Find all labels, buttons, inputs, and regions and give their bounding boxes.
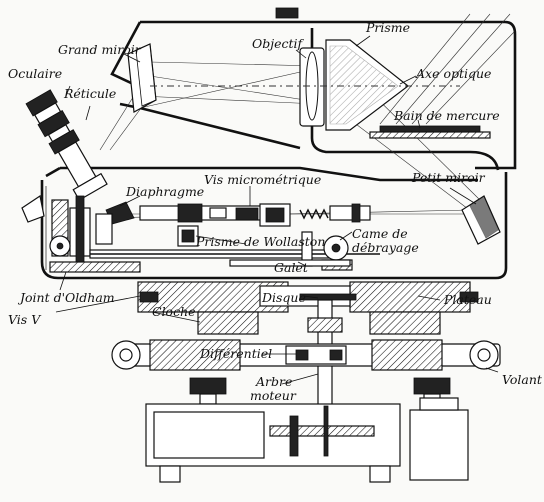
labels: Grand miroir Objectif Prisme Oculaire Ré… — [8, 20, 543, 403]
prism — [325, 39, 409, 131]
label-objectif: Objectif — [252, 36, 305, 51]
objective-lens — [299, 47, 325, 127]
label-vis-v: Vis V — [8, 312, 42, 327]
label-came-de-debrayage-2: débrayage — [352, 240, 419, 255]
label-grand-miroir: Grand miroir — [58, 42, 142, 57]
label-plateau: Plateau — [443, 292, 492, 307]
label-volant: Volant — [502, 372, 543, 387]
optical-rays — [99, 13, 515, 219]
roller — [229, 259, 351, 267]
label-cloche: Cloche — [152, 304, 196, 319]
small-mirror — [461, 195, 501, 245]
lower-housing — [40, 166, 508, 280]
label-prisme-de-wollaston: Prisme de Wollaston — [195, 234, 325, 249]
label-diaphragme: Diaphragme — [125, 184, 204, 199]
upper-housing — [110, 7, 517, 171]
differential — [111, 339, 501, 371]
label-oculaire: Oculaire — [8, 66, 62, 81]
label-came-de-debrayage-1: Came de — [352, 226, 408, 241]
left-mechanism — [21, 195, 141, 273]
grand-mirror — [127, 43, 157, 113]
label-reticule: Réticule — [63, 86, 116, 101]
micrometer-screw — [139, 203, 371, 227]
label-vis-micrometrique: Vis micrométrique — [204, 172, 321, 187]
label-axe-optique: Axe optique — [415, 66, 491, 81]
top-knob — [275, 7, 299, 19]
label-arbre-moteur-2: moteur — [250, 388, 297, 403]
eyepiece — [25, 89, 108, 201]
label-differentiel: Différentiel — [199, 346, 272, 361]
label-galet: Galet — [274, 260, 309, 275]
label-arbre-moteur-1: Arbre — [255, 374, 292, 389]
label-joint-d-oldham: Joint d'Oldham — [17, 290, 115, 305]
label-petit-miroir: Petit miroir — [411, 170, 486, 185]
mercury-bath — [369, 125, 491, 139]
leader-lines — [55, 35, 499, 385]
diaphragm — [95, 201, 135, 245]
label-disque: Disque — [261, 290, 306, 305]
label-bain-de-mercure: Bain de mercure — [393, 108, 500, 123]
label-prisme: Prisme — [365, 20, 410, 35]
motor-housing — [145, 397, 469, 483]
